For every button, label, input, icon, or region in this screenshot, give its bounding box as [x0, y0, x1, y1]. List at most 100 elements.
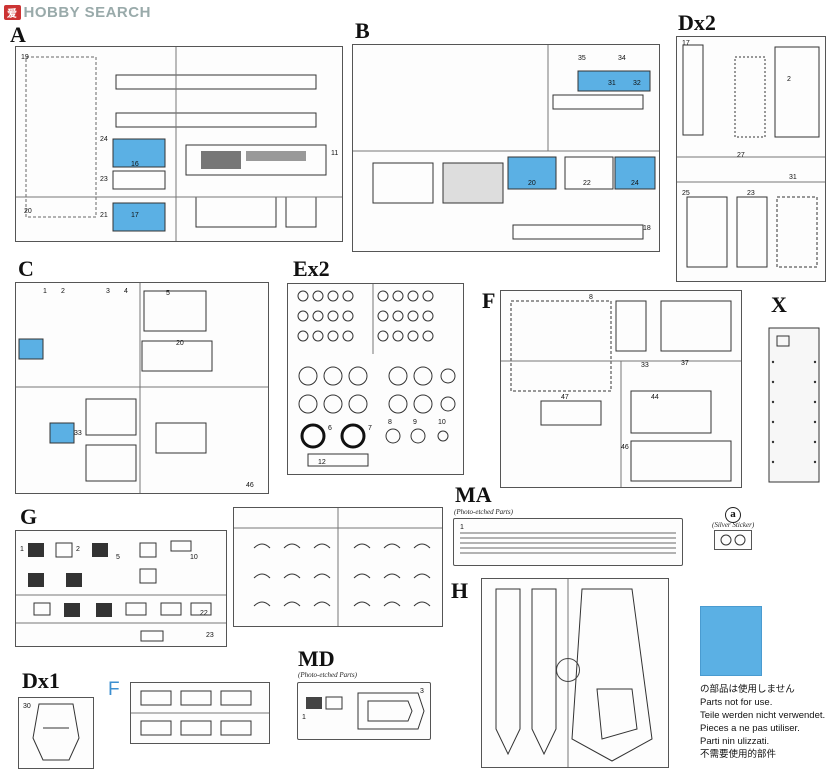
svg-text:5: 5	[166, 290, 170, 297]
svg-text:23: 23	[206, 632, 214, 639]
sprue-md-subtitle: (Photo-etched Parts)	[298, 671, 357, 679]
sprue-label-ma: MA	[455, 482, 492, 507]
legend-line-it: Parti nin ulizzati.	[700, 736, 770, 747]
sprue-pe-center	[233, 507, 443, 627]
svg-text:44: 44	[651, 394, 659, 401]
svg-text:1: 1	[460, 524, 464, 531]
svg-text:31: 31	[789, 174, 797, 181]
svg-text:20: 20	[24, 208, 32, 215]
svg-text:19: 19	[21, 54, 29, 61]
silver-sticker	[714, 530, 752, 550]
silver-sticker-drawing	[720, 534, 746, 546]
svg-text:2: 2	[76, 546, 80, 553]
svg-text:2: 2	[787, 76, 791, 83]
svg-text:35: 35	[578, 55, 586, 62]
sprue-pe-center-drawing	[234, 508, 442, 626]
svg-text:4: 4	[124, 288, 128, 295]
svg-text:46: 46	[621, 444, 629, 451]
sprue-label-h: H	[451, 578, 469, 603]
svg-text:23: 23	[747, 190, 755, 197]
svg-text:24: 24	[100, 136, 108, 143]
svg-text:3: 3	[106, 288, 110, 295]
sprue-dx1-drawing: 30	[23, 703, 80, 761]
sprue-ma-drawing: 1	[460, 524, 676, 554]
svg-text:9: 9	[413, 419, 417, 426]
svg-text:31: 31	[608, 80, 616, 87]
svg-text:46: 46	[246, 482, 254, 489]
sprue-a-drawing: 19 20 24 23 16 17 21 11	[16, 47, 342, 241]
watermark-badge: 爱	[4, 5, 21, 20]
svg-text:18: 18	[643, 225, 651, 232]
not-for-use-swatch	[700, 606, 762, 676]
svg-text:20: 20	[176, 340, 184, 347]
sticker-subtitle: (Silver Sticker)	[712, 521, 755, 529]
sprue-label-dx1: Dx1	[22, 668, 60, 693]
legend-line-fr: Pieces a ne pas utiliser.	[700, 723, 800, 734]
sprue-label-g: G	[20, 504, 38, 529]
svg-text:1: 1	[302, 714, 306, 721]
svg-text:34: 34	[618, 55, 626, 62]
sprue-label-c: C	[18, 256, 34, 281]
svg-text:23: 23	[100, 176, 108, 183]
svg-text:47: 47	[561, 394, 569, 401]
sprue-h	[481, 578, 669, 768]
legend-line-en: Parts not for use.	[700, 697, 773, 708]
svg-text:21: 21	[100, 212, 108, 219]
sprue-a: 19 20 24 23 16 17 21 11	[15, 46, 343, 242]
sprue-label-f-blue: F	[108, 679, 120, 700]
sprue-ma-subtitle: (Photo-etched Parts)	[454, 508, 513, 516]
sprue-label-b: B	[355, 18, 370, 43]
svg-text:33: 33	[74, 430, 82, 437]
svg-text:25: 25	[682, 190, 690, 197]
sprue-h-drawing	[495, 579, 653, 767]
svg-text:33: 33	[641, 362, 649, 369]
sprue-x	[763, 322, 825, 490]
sprue-label-dx2: Dx2	[678, 10, 716, 35]
svg-text:1: 1	[20, 546, 24, 553]
svg-text:22: 22	[583, 180, 591, 187]
svg-text:17: 17	[682, 40, 690, 47]
svg-text:2: 2	[61, 288, 65, 295]
sprue-label-md: MD	[298, 646, 335, 671]
svg-text:24: 24	[631, 180, 639, 187]
sprue-f-small-drawing	[131, 690, 269, 736]
sprue-label-ex2: Ex2	[293, 256, 330, 281]
sprue-f-small	[130, 682, 270, 744]
svg-text:3: 3	[420, 688, 424, 695]
sprue-h-gate	[556, 658, 580, 682]
svg-text:16: 16	[131, 161, 139, 168]
svg-text:7: 7	[368, 425, 372, 432]
svg-text:22: 22	[200, 610, 208, 617]
sprue-ma: 1	[453, 518, 683, 566]
svg-text:20: 20	[528, 180, 536, 187]
legend-line-zh: 不需要使用的部件	[700, 749, 777, 760]
sprue-label-f: F	[482, 288, 496, 313]
svg-text:10: 10	[438, 419, 446, 426]
svg-text:17: 17	[131, 212, 139, 219]
sprue-label-a: A	[10, 22, 26, 47]
svg-text:37: 37	[681, 360, 689, 367]
sprue-dx1: 30	[18, 697, 94, 769]
sprue-label-a-sticker: a	[725, 507, 741, 523]
sprue-x-drawing	[768, 327, 820, 483]
svg-text:5: 5	[116, 554, 120, 561]
svg-text:11: 11	[331, 150, 338, 157]
legend-line-ja: の部品は使用しません	[700, 684, 795, 695]
legend-line-de: Teile werden nicht verwendet.	[700, 710, 826, 721]
svg-text:12: 12	[318, 459, 326, 466]
svg-text:8: 8	[388, 419, 392, 426]
watermark-text: HOBBY SEARCH	[23, 4, 151, 21]
svg-text:30: 30	[23, 703, 31, 710]
